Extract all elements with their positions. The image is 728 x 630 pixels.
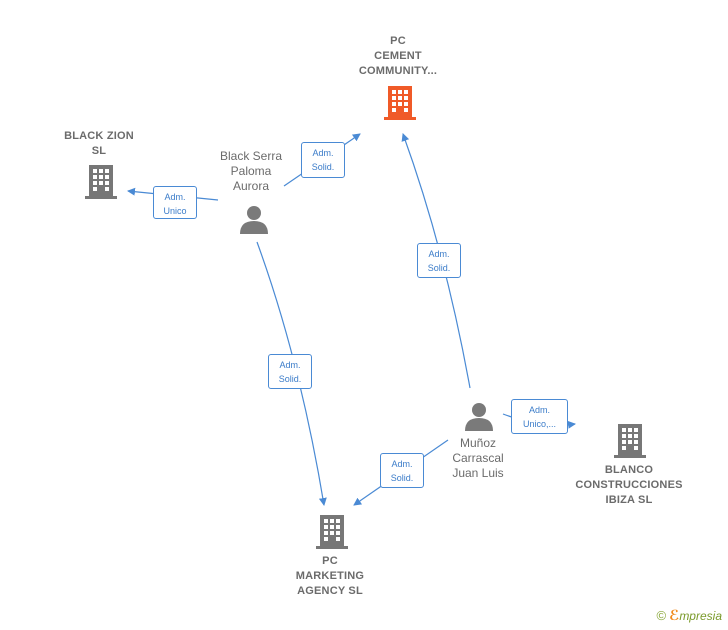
node-label-blanco: BLANCO CONSTRUCCIONES IBIZA SL (575, 464, 683, 506)
edge-label-munoz-marketing[interactable]: Adm. Solid. (380, 453, 424, 488)
node-label-pc-cement: PC CEMENT COMMUNITY... (358, 35, 438, 77)
building-icon[interactable] (316, 514, 348, 550)
edge-label-serra-cement[interactable]: Adm. Solid. (301, 142, 345, 178)
building-icon[interactable] (384, 85, 416, 121)
copyright-symbol: © (656, 608, 667, 623)
edge-label-munoz-cement[interactable]: Adm. Solid. (417, 243, 461, 278)
node-label-pc-marketing: PC MARKETING AGENCY SL (295, 555, 365, 597)
edge-label-serra-marketing[interactable]: Adm. Solid. (268, 354, 312, 389)
edge-label-munoz-blanco[interactable]: Adm. Unico,... (511, 399, 568, 434)
edge-label-serra-zion[interactable]: Adm. Unico (153, 186, 197, 219)
building-icon[interactable] (614, 423, 646, 459)
person-icon[interactable] (238, 203, 270, 235)
brand-logo: ©ℰmpresia (657, 607, 723, 624)
node-label-munoz: Muñoz Carrascal Juan Luis (452, 436, 504, 480)
node-label-black-serra: Black Serra Paloma Aurora (219, 149, 283, 193)
person-icon[interactable] (463, 400, 495, 432)
building-icon[interactable] (85, 164, 117, 200)
node-label-black-zion: BLACK ZION SL (64, 130, 134, 157)
brand-e-icon: ℰ (669, 607, 680, 623)
brand-name: mpresia (679, 609, 722, 623)
